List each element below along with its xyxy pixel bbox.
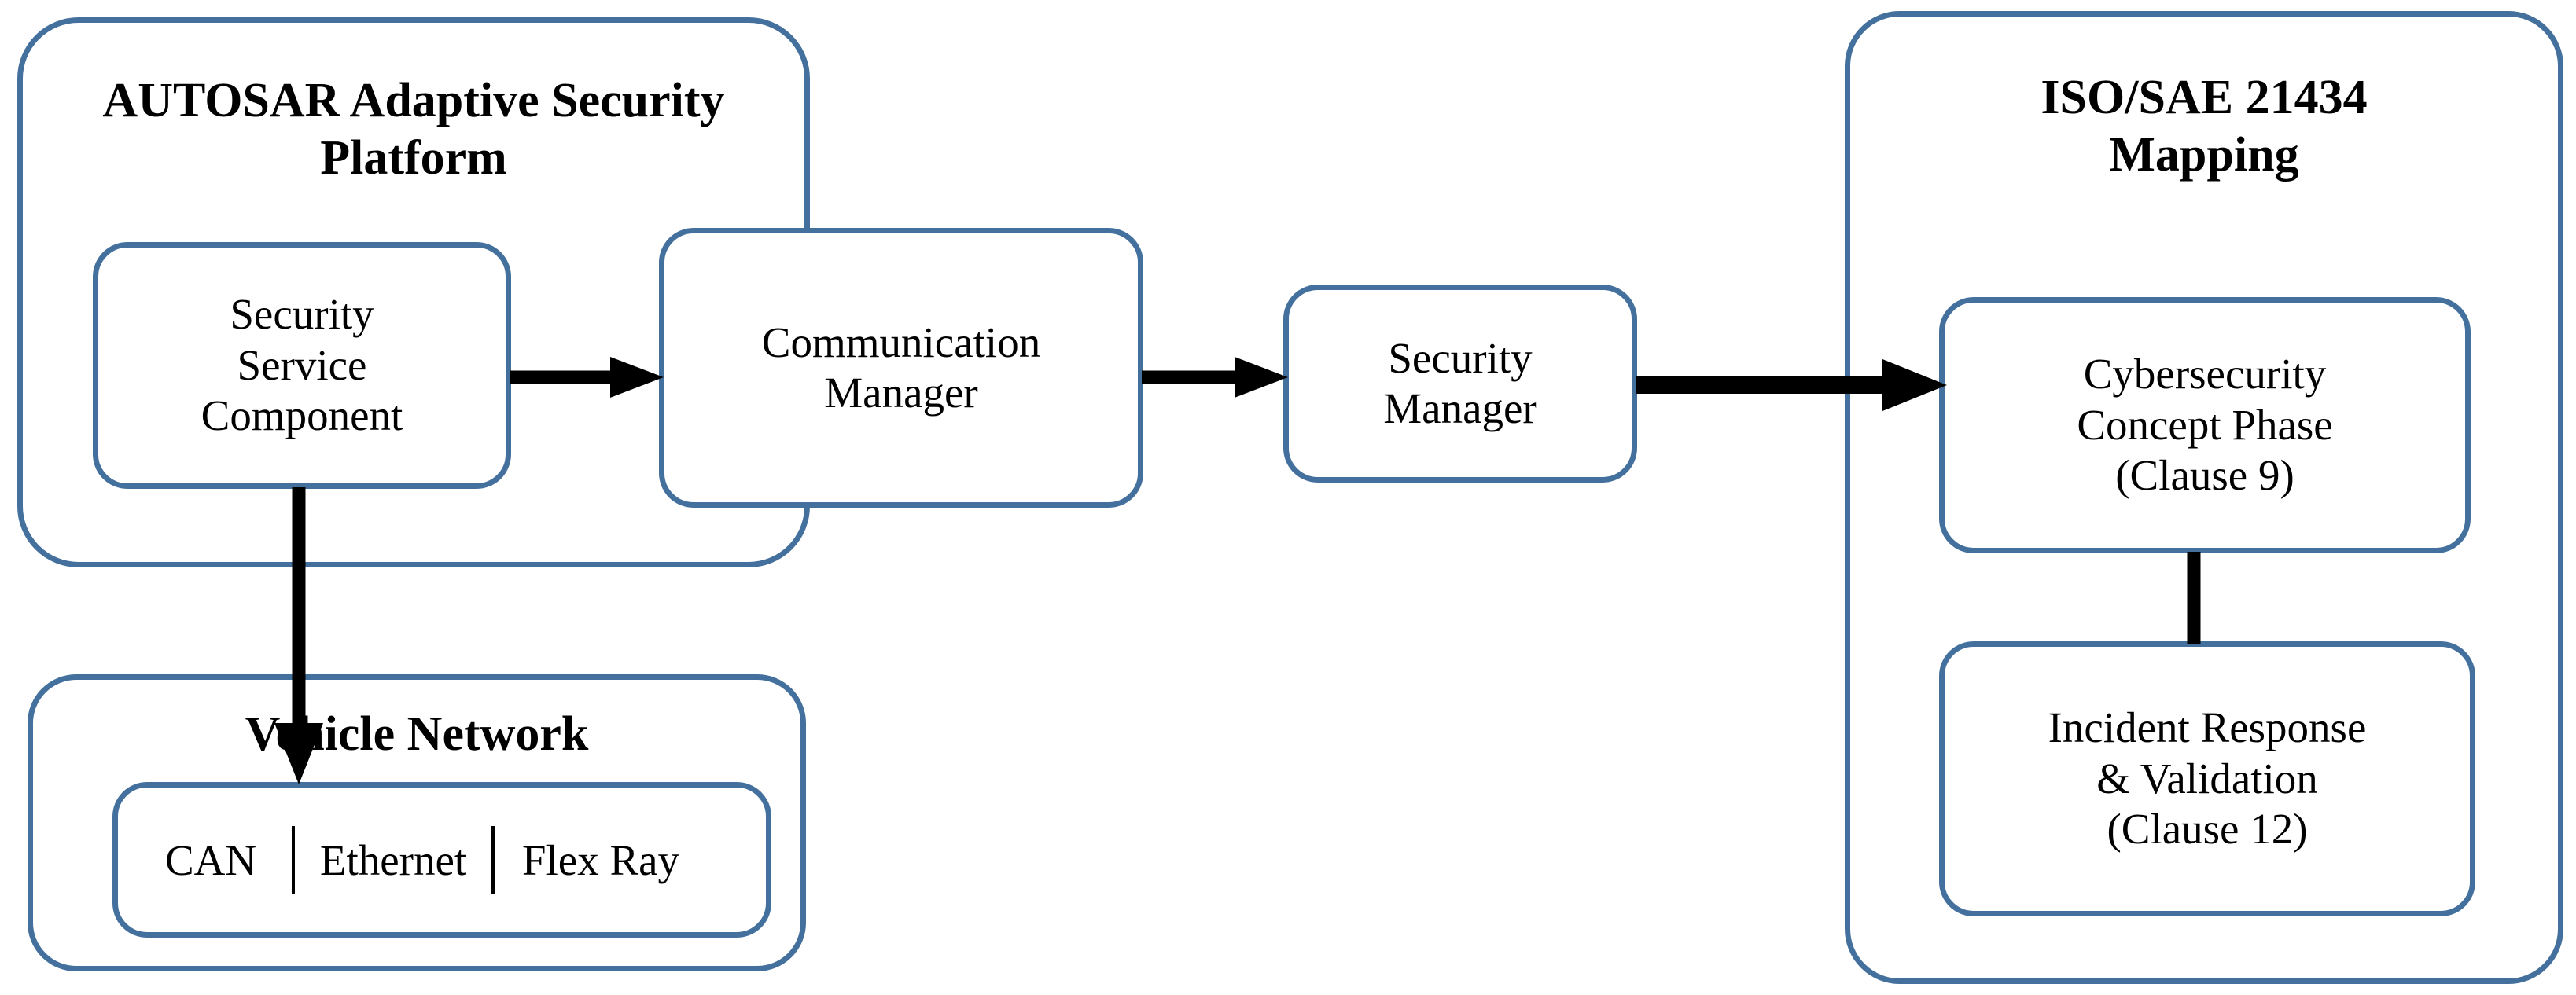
iso-sae-mapping-panel <box>1845 11 2563 984</box>
node-communication-manager-label: Communication Manager <box>761 318 1041 417</box>
vehicle-bus-shell <box>112 782 771 938</box>
arrow-communication-manager-to-security-manager <box>1142 346 1291 409</box>
vehicle-network-panel <box>28 674 806 971</box>
arrow-ssc-to-vehicle-network <box>263 487 334 786</box>
node-cybersecurity-concept-phase-label: Cybersecurity Concept Phase (Clause 9) <box>2077 350 2333 500</box>
autosar-platform-title: AUTOSAR Adaptive Security Platform <box>102 74 725 185</box>
node-security-manager[interactable]: Security Manager <box>1283 285 1637 483</box>
node-incident-response-validation[interactable]: Incident Response & Validation (Clause 1… <box>1939 641 2475 916</box>
iso-sae-mapping-title: ISO/SAE 21434 Mapping <box>2041 71 2368 182</box>
node-incident-response-validation-label: Incident Response & Validation (Clause 1… <box>2048 703 2367 854</box>
node-communication-manager[interactable]: Communication Manager <box>659 228 1143 508</box>
vehicle-network-title: Vehicle Network <box>245 707 589 761</box>
bus-item-can[interactable]: CAN <box>164 835 257 884</box>
node-security-manager-label: Security Manager <box>1383 333 1537 432</box>
bus-item-flex-ray[interactable]: Flex Ray <box>521 835 680 884</box>
node-security-service-component[interactable]: Security Service Component <box>93 242 511 489</box>
node-security-service-component-label: Security Service Component <box>201 290 403 440</box>
bus-separator-1 <box>292 826 295 894</box>
line-cybersecurity-to-incident-response <box>2178 552 2210 644</box>
arrow-ssc-to-communication-manager <box>510 346 667 409</box>
bus-separator-2 <box>491 826 495 894</box>
bus-item-ethernet[interactable]: Ethernet <box>319 835 467 884</box>
vehicle-bus-row: CAN Ethernet Flex Ray <box>112 782 771 938</box>
node-cybersecurity-concept-phase[interactable]: Cybersecurity Concept Phase (Clause 9) <box>1939 297 2471 553</box>
arrow-security-manager-to-cybersecurity-concept <box>1636 350 1950 420</box>
